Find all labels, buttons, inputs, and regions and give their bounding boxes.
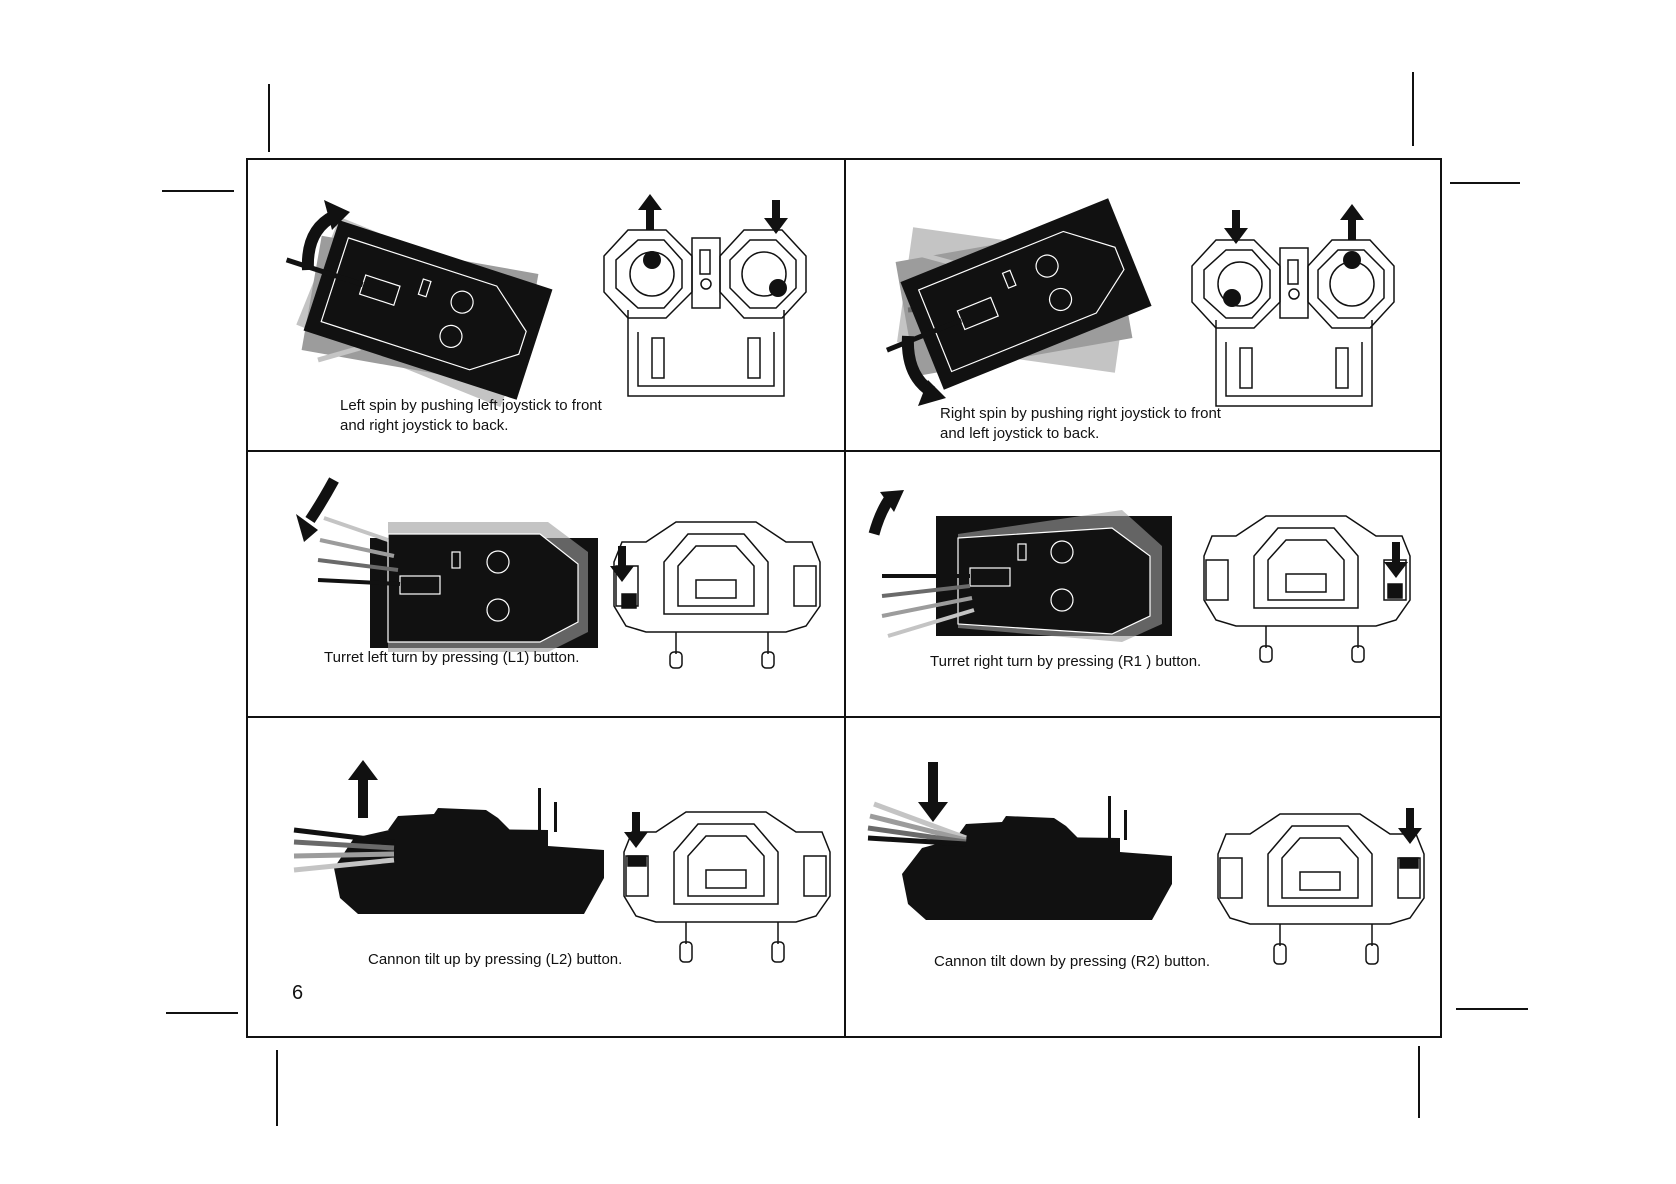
turret-left-illustration [248, 452, 844, 716]
panel-turret-right: Turret right turn by pressing (R1 ) butt… [846, 452, 1442, 716]
cannon-up-illustration [248, 718, 844, 1038]
caption-turret-left: Turret left turn by pressing (L1) button… [324, 648, 579, 668]
arrow-down-icon [1224, 210, 1248, 244]
arrow-down-icon [764, 200, 788, 234]
arrow-up-icon [348, 760, 378, 818]
controller-front-icon [1204, 516, 1410, 662]
controller-top-icon [1192, 240, 1394, 406]
controller-top-icon [604, 230, 806, 396]
crop-mark [1450, 182, 1520, 184]
panel-cannon-down: Cannon tilt down by pressing (R2) button… [846, 718, 1442, 1038]
tank-side-icon [902, 796, 1172, 920]
crop-mark [1412, 72, 1414, 146]
curved-arrow-icon [296, 480, 334, 542]
panel-left-spin: Left spin by pushing left joystick to fr… [248, 160, 844, 450]
controller-front-icon [614, 522, 820, 668]
crop-mark [1418, 1046, 1420, 1118]
tank-top-icon [936, 510, 1172, 642]
controller-front-icon [1218, 814, 1424, 964]
crop-mark [276, 1050, 278, 1126]
crop-mark [162, 190, 234, 192]
arrow-down-icon [918, 762, 948, 822]
crop-mark [166, 1012, 238, 1014]
caption-left-spin-line2: and right joystick to back. [340, 416, 508, 436]
crop-mark [268, 84, 270, 152]
caption-cannon-down: Cannon tilt down by pressing (R2) button… [934, 952, 1210, 972]
page-number: 6 [292, 982, 303, 1005]
tank-top-icon [370, 522, 598, 652]
turret-right-illustration [846, 452, 1442, 716]
instruction-frame: Left spin by pushing left joystick to fr… [246, 158, 1442, 1038]
panel-right-spin: Right spin by pushing right joystick to … [846, 160, 1442, 450]
caption-right-spin-line2: and left joystick to back. [940, 424, 1099, 444]
caption-right-spin-line1: Right spin by pushing right joystick to … [940, 404, 1221, 424]
panel-cannon-up: Cannon tilt up by pressing (L2) button. [248, 718, 844, 1038]
caption-cannon-up: Cannon tilt up by pressing (L2) button. [368, 950, 622, 970]
arrow-up-icon [1340, 204, 1364, 240]
caption-turret-right: Turret right turn by pressing (R1 ) butt… [930, 652, 1201, 672]
curved-arrow-icon [874, 490, 904, 534]
cannon-down-illustration [846, 718, 1442, 1038]
tank-side-icon [334, 788, 604, 914]
caption-left-spin-line1: Left spin by pushing left joystick to fr… [340, 396, 602, 416]
arrow-up-icon [638, 194, 662, 230]
panel-turret-left: Turret left turn by pressing (L1) button… [248, 452, 844, 716]
controller-front-icon [624, 812, 830, 962]
crop-mark [1456, 1008, 1528, 1010]
